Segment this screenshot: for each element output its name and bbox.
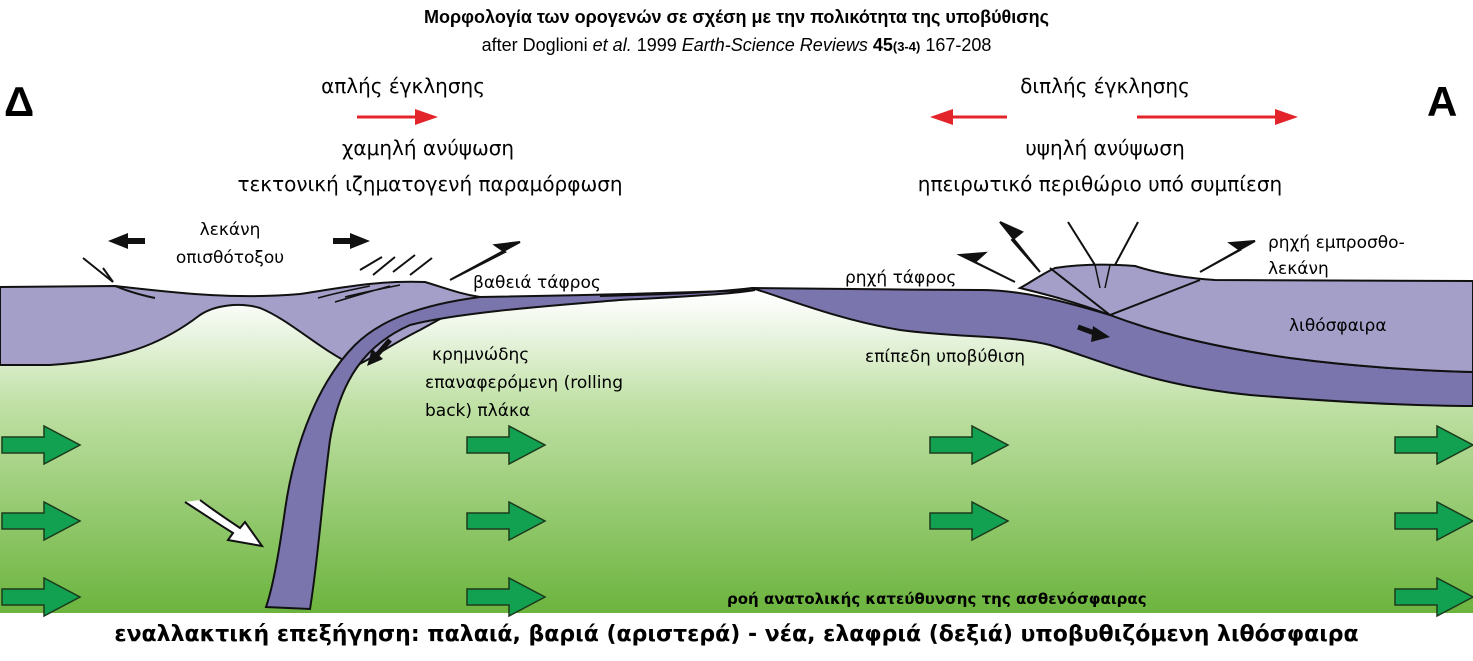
plate-motion-arrow-left	[357, 109, 438, 125]
direction-east: A	[1427, 78, 1458, 125]
left-subducting-slab	[264, 289, 756, 611]
mantle-push-arrow-icon	[184, 499, 265, 548]
citation-year: 1999	[631, 35, 682, 55]
citation-prefix: after Doglioni	[481, 35, 593, 55]
asthenosphere-flow-arrows	[1, 424, 1473, 618]
diagram-title: Μορφολογία των ορογενών σε σχέση με την …	[424, 7, 1049, 27]
direction-west: Δ	[4, 78, 35, 125]
fault-arrow-icon	[1067, 221, 1139, 266]
plate-motion-arrow-right-west	[930, 109, 1007, 125]
citation-journal: Earth-Science Reviews	[681, 35, 868, 55]
right-upper-plate	[1017, 263, 1473, 374]
left-uplift-label: χαμηλή ανύψωση	[341, 136, 515, 160]
slab-label-3: back) πλάκα	[425, 401, 531, 421]
citation-volume: 45	[867, 35, 893, 55]
foredeep-label-1: ρηχή εμπροσθο-	[1268, 233, 1405, 253]
thrust-arrow-icon	[999, 221, 1041, 273]
footer-note: εναλλακτική επεξήγηση: παλαιά, βαριά (αρ…	[114, 622, 1359, 647]
backarc-basin-label-2: οπισθότοξου	[175, 248, 285, 268]
right-deformation-label: ηπειρωτικό περιθώριο υπό συμπίεση	[917, 172, 1283, 196]
slab-label-2: επαναφερόμενη (rolling	[425, 373, 623, 393]
left-deformation-label: τεκτονική ιζηματογενή παραμόρφωση	[237, 172, 623, 196]
asthenosphere-flow-label: ροή ανατολικής κατεύθυνσης της ασθενόσφα…	[727, 590, 1147, 608]
fault-arrow-icon	[359, 254, 433, 276]
citation-etal: et al.	[592, 35, 632, 55]
right-uplift-label: υψηλή ανύψωση	[1025, 136, 1185, 160]
fault-arrow-icon	[82, 257, 114, 283]
slab-motion-arrow-right	[1077, 324, 1110, 342]
foredeep-label-2: λεκάνη	[1268, 259, 1329, 279]
thrust-arrow-icon	[956, 251, 1016, 283]
left-vergence-label: απλής έγκλησης	[321, 74, 485, 98]
plate-motion-arrow-right-east	[1137, 109, 1298, 125]
slab-label-1: κρημνώδης	[432, 345, 530, 365]
right-vergence-label: διπλής έγκλησης	[1020, 74, 1190, 98]
shallow-trench-label: ρηχή τάφρος	[845, 268, 957, 288]
right-subducting-slab	[751, 287, 1473, 408]
citation: after Doglioni et al. 1999 Earth-Science…	[0, 35, 1473, 56]
thrust-arrow-icon	[1199, 240, 1256, 273]
thrust-arrow-icon	[449, 241, 521, 281]
deep-trench-label: βαθειά τάφρος	[473, 273, 601, 293]
backarc-basin-label-1: λεκάνη	[199, 220, 261, 240]
citation-pages: 167-208	[920, 35, 992, 55]
citation-issue: (3-4)	[892, 39, 921, 54]
lithosphere-label: λιθόσφαιρα	[1289, 316, 1387, 336]
flat-subduction-label: επίπεδη υποβύθιση	[865, 347, 1026, 367]
slab-motion-arrow-left	[367, 338, 392, 366]
extension-arrow-east	[333, 233, 370, 249]
extension-arrow-west	[108, 233, 145, 249]
